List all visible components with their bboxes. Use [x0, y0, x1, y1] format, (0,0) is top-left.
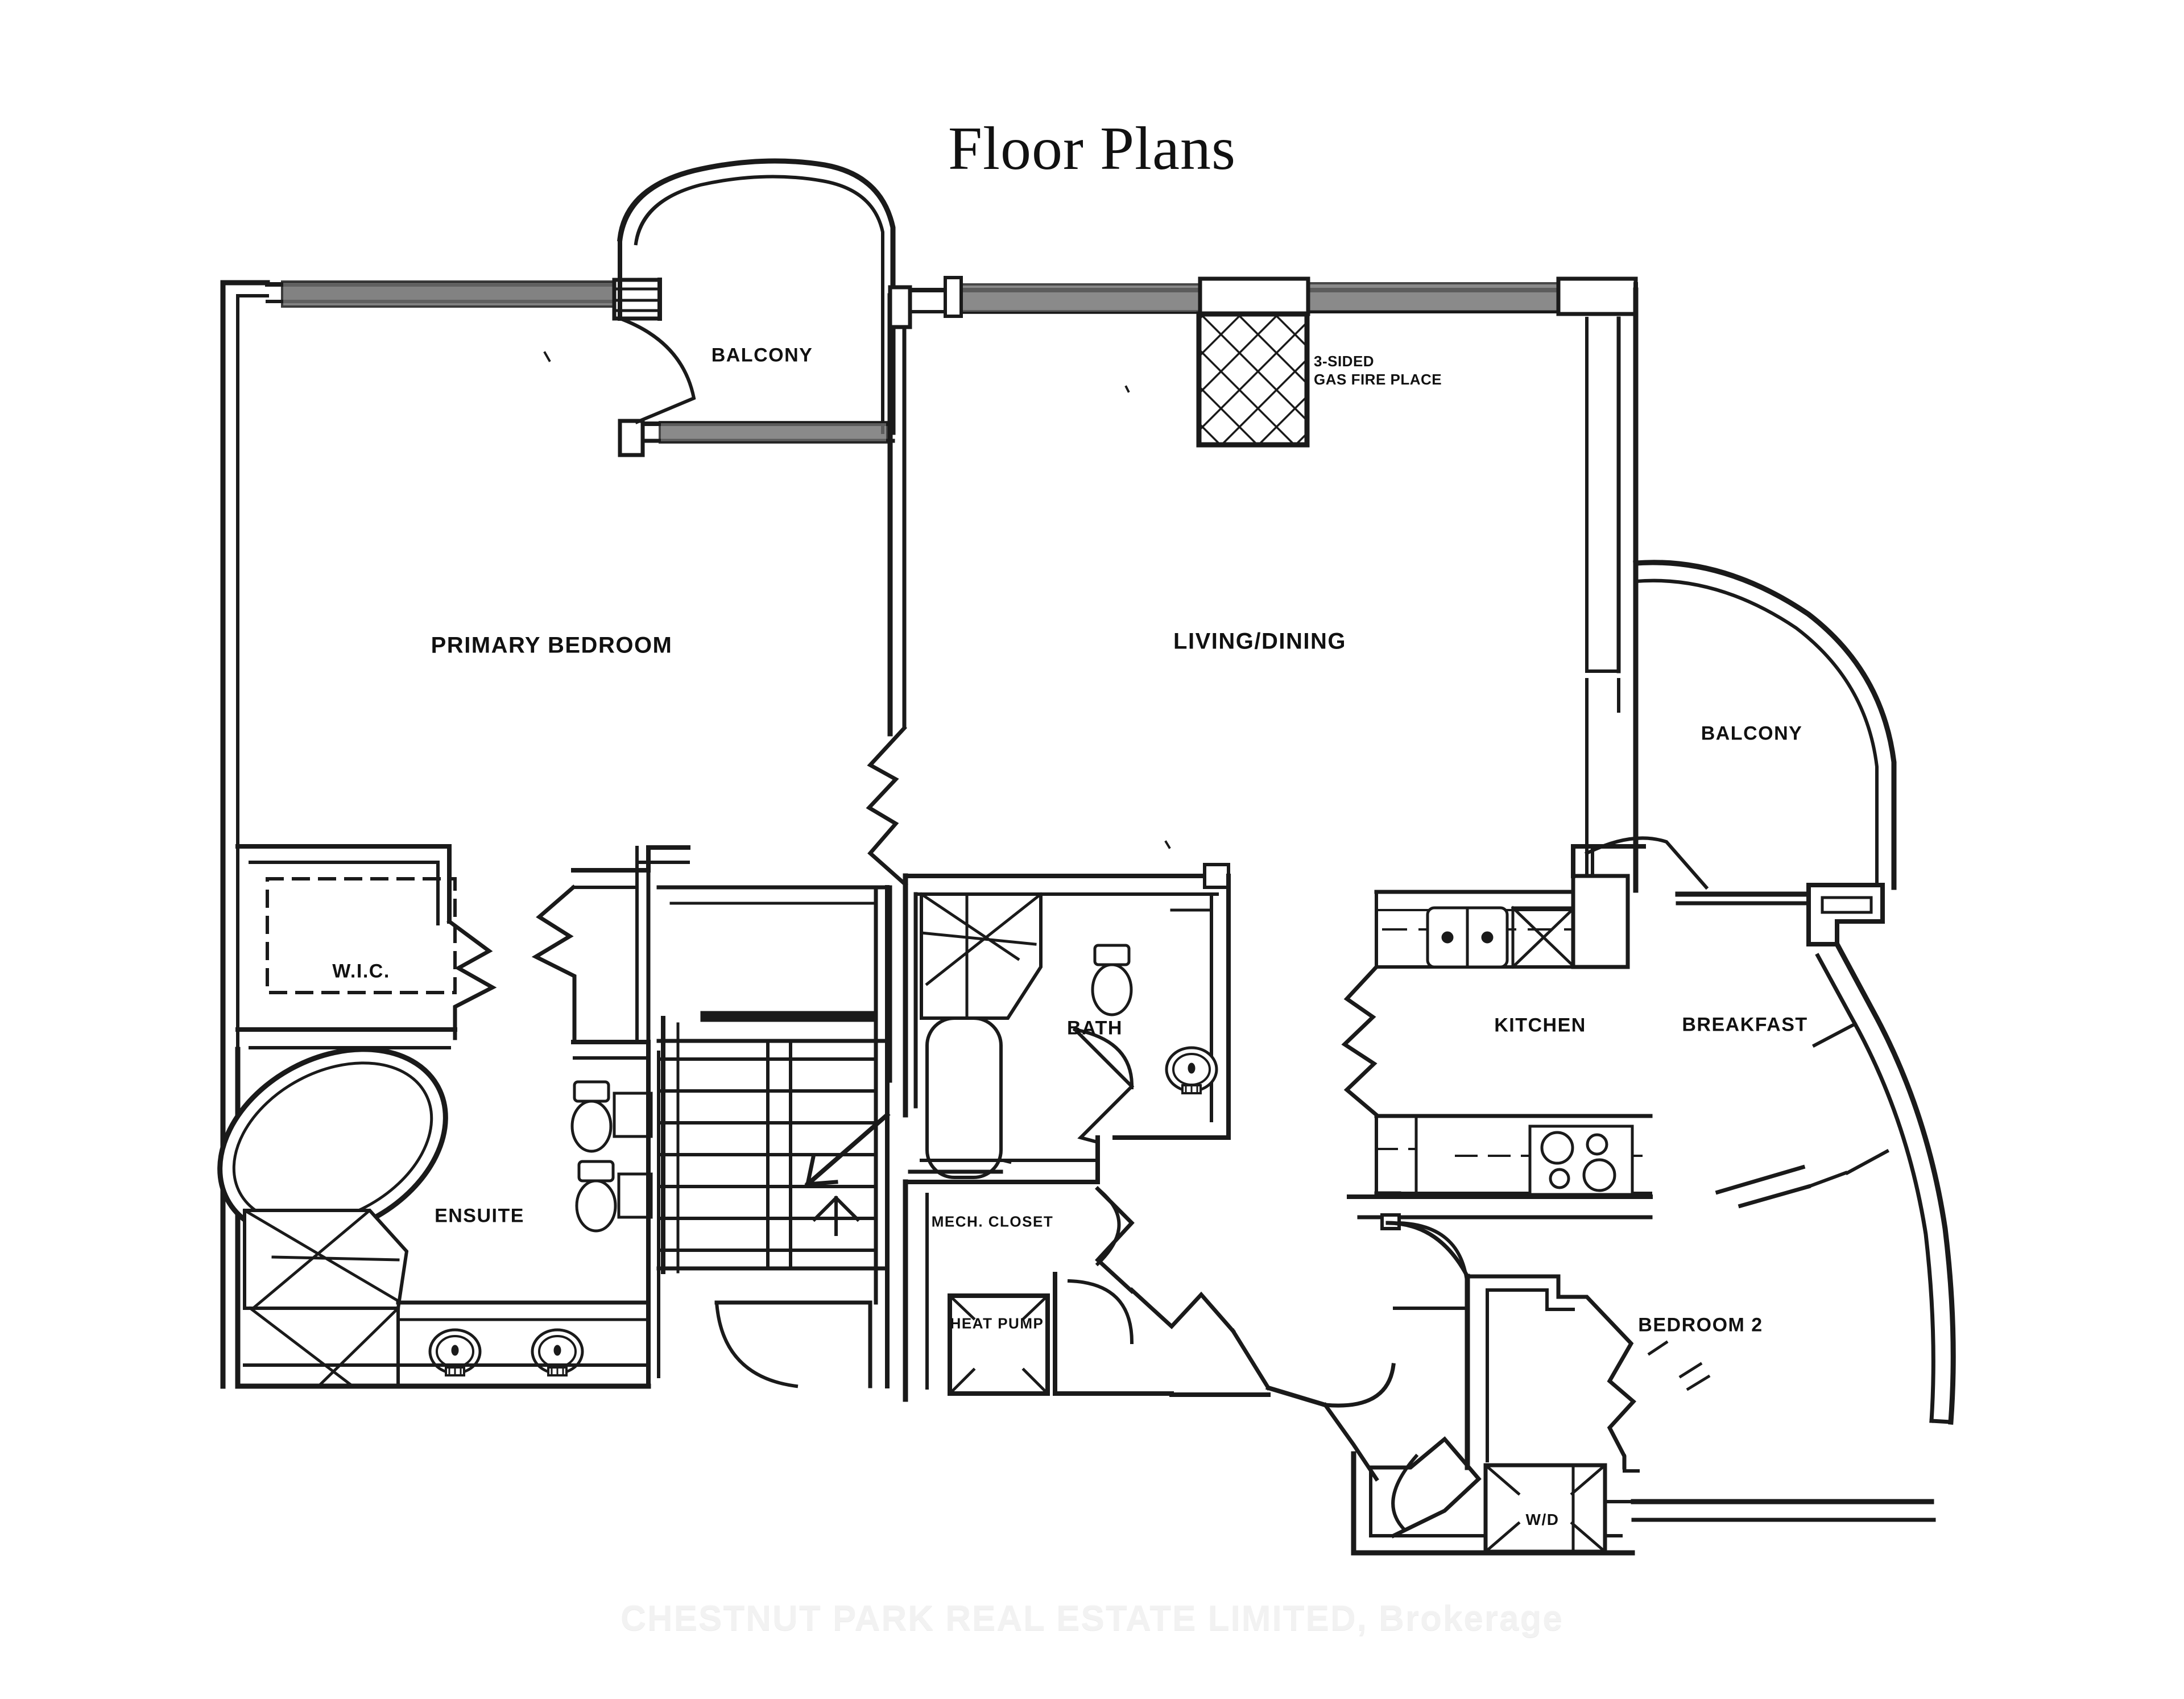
- balcony-right-post: [1806, 883, 1885, 946]
- room-label-mech-closet: MECH. CLOSET: [930, 1213, 1055, 1231]
- room-label-bedroom-2: BEDROOM 2: [1638, 1314, 1763, 1336]
- room-label-heat-pump: HEAT PUMP: [946, 1315, 1048, 1333]
- bedroom2-door-swing: [1385, 1221, 1470, 1279]
- stair-handrail: [700, 1011, 876, 1022]
- room-label-ensuite: ENSUITE: [435, 1205, 524, 1227]
- entry-door-swing: [1323, 1363, 1396, 1408]
- room-label-bath: BATH: [1067, 1017, 1123, 1039]
- closet-door-swing-foyer: [1370, 1436, 1482, 1539]
- balcony-right-arch-outer: [1633, 560, 1897, 890]
- room-label-primary-bedroom: PRIMARY BEDROOM: [431, 633, 673, 658]
- bathtub-bath: [925, 1016, 1003, 1179]
- annotation-gas-fireplace: 3-SIDED GAS FIRE PLACE: [1314, 353, 1442, 388]
- break-line-kitchen: [1341, 964, 1379, 1118]
- exterior-wall-right-curve-outer: [1833, 940, 1956, 1425]
- heat-pump-text: HEAT PUMP: [950, 1314, 1044, 1332]
- bedroom2-closet-break: [1465, 1274, 1637, 1470]
- wall-wic-top: [235, 844, 452, 924]
- balcony-left-door-swing: [618, 316, 696, 424]
- exterior-wall-right-curve-inner: [1815, 953, 1935, 1423]
- stair-hall-door-swing: [714, 1300, 799, 1388]
- room-label-wic: W.I.C.: [332, 960, 390, 982]
- balcony-left-arch-outer: [617, 158, 896, 287]
- gas-fireplace-line-1: 3-SIDED: [1314, 353, 1375, 370]
- room-label-washer-dryer: W/D: [1525, 1511, 1560, 1528]
- page-title: Floor Plans: [948, 115, 1236, 183]
- mech-closet-door-swing: [1095, 1186, 1121, 1267]
- room-label-kitchen: KITCHEN: [1494, 1014, 1586, 1036]
- shower-stall-bath: [920, 892, 1043, 1020]
- window-living-1: [954, 283, 1201, 314]
- stair-up-arrow: [812, 1195, 861, 1236]
- bath-door-swing: [1073, 1027, 1134, 1090]
- break-line-wic: [446, 919, 497, 1040]
- window-primary-bedroom: [281, 280, 619, 308]
- break-line-hall: [531, 884, 577, 1044]
- room-label-living-dining: LIVING/DINING: [1173, 629, 1346, 654]
- gas-fireplace-line-2: GAS FIRE PLACE: [1314, 370, 1442, 388]
- balcony-left-railing: [659, 421, 888, 444]
- balcony-right-arch-inner: [1633, 578, 1879, 889]
- wic-shelf-dashed: [266, 877, 457, 994]
- mech-closet-text: MECH. CLOSET: [931, 1213, 1054, 1230]
- room-label-breakfast: BREAKFAST: [1682, 1014, 1808, 1036]
- washer-dryer-unit: [1483, 1463, 1607, 1554]
- gas-fireplace-block: [1196, 311, 1310, 448]
- window-living-2: [1307, 282, 1560, 313]
- kitchen-tall-cabinet: [1571, 874, 1630, 969]
- room-label-balcony-right: BALCONY: [1701, 722, 1803, 745]
- dishwasher-x: [1511, 906, 1577, 969]
- break-line-symbol: [866, 725, 908, 887]
- balcony-left-arch-inner: [634, 175, 884, 286]
- room-label-balcony-left: BALCONY: [711, 344, 813, 366]
- wall-bath-right: [1112, 874, 1231, 1140]
